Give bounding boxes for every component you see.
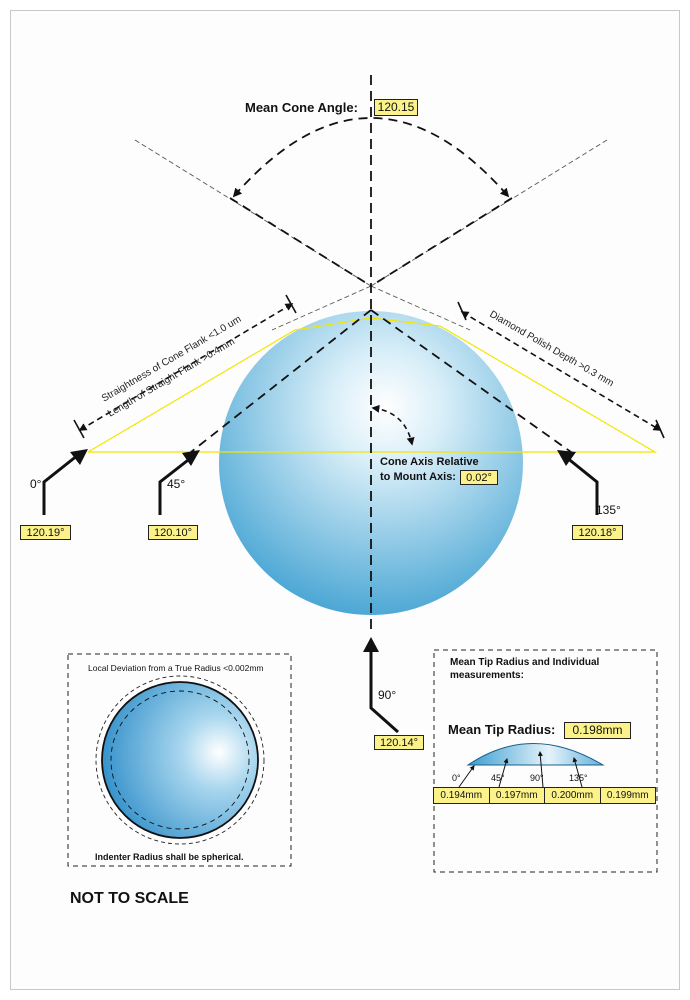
mean-cone-angle-label: Mean Cone Angle: [245, 100, 358, 115]
tip-angle-45: 45° [491, 773, 505, 783]
tip-angle-135: 135° [569, 773, 588, 783]
axis-relative-value: 0.02° [460, 470, 498, 485]
cone-flank-upper-left [229, 197, 372, 287]
local-deviation-footer: Indenter Radius shall be spherical. [95, 852, 244, 862]
angle-value-45: 120.10° [148, 525, 198, 540]
tip-radius-label: Mean Tip Radius: [448, 722, 556, 737]
angle-value-135: 120.18° [572, 525, 623, 540]
axis-relative-line1: Cone Axis Relative [380, 456, 479, 468]
flank-dimension-line [78, 303, 294, 431]
axis-relative-arc [371, 404, 415, 446]
tip-measurement-row: 0.194mm 0.197mm 0.200mm 0.199mm [433, 787, 656, 804]
tip-angle-90: 90° [530, 773, 544, 783]
tip-measurement-0: 0.194mm [434, 788, 490, 803]
arrow-90-deg [369, 648, 399, 734]
angle-value-90: 120.14° [374, 735, 424, 750]
angle-label-45: 45° [167, 477, 186, 491]
tip-radius-box [433, 649, 658, 873]
arrow-0-deg [42, 453, 79, 515]
tip-measurement-45: 0.197mm [490, 788, 545, 803]
local-deviation-title: Local Deviation from a True Radius <0.00… [88, 663, 264, 673]
cone-flank-left [190, 309, 372, 453]
true-radius-circle [101, 681, 259, 839]
angle-label-135: 135° [596, 503, 621, 517]
tip-measurement-90: 0.200mm [545, 788, 601, 803]
angle-value-0: 120.19° [20, 525, 71, 540]
tip-cap [466, 743, 605, 766]
tip-radius-value: 0.198mm [564, 722, 631, 739]
tip-angle-0: 0° [452, 773, 461, 783]
angle-label-90: 90° [378, 688, 397, 702]
cone-angle-arc [232, 117, 510, 198]
tip-radius-heading: Mean Tip Radius and Individual measureme… [450, 657, 600, 681]
arrow-135-deg [565, 455, 599, 515]
mean-cone-angle-value: 120.15 [374, 99, 418, 116]
cone-flank-upper-right [370, 197, 513, 287]
angle-label-0: 0° [30, 477, 42, 491]
axis-relative-line2: to Mount Axis: [380, 471, 456, 483]
arrow-45-deg [158, 455, 193, 515]
polish-dimension-line [460, 311, 662, 431]
not-to-scale-note: NOT TO SCALE [70, 890, 189, 907]
tip-measurement-135: 0.199mm [606, 790, 649, 801]
local-deviation-box [67, 653, 292, 867]
